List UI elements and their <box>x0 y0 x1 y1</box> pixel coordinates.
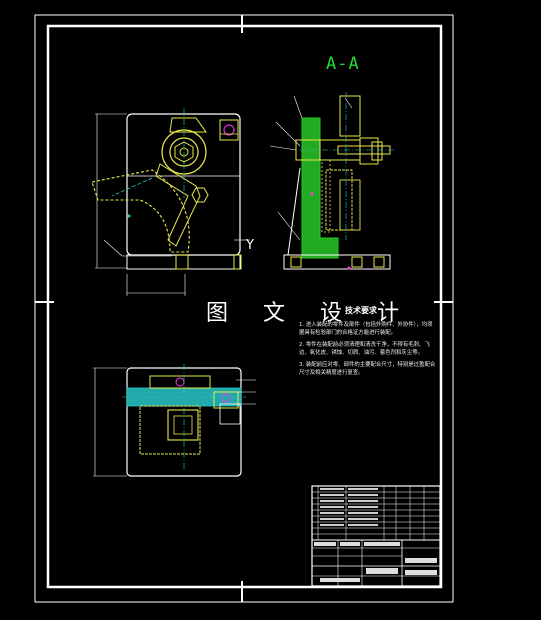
tech-requirement-line: 尺寸及相关精度进行复查。 <box>299 370 364 376</box>
tech-requirements-title: 技术要求 <box>345 306 377 315</box>
title-block <box>311 485 441 587</box>
front-view: Y <box>91 108 254 296</box>
section-view-a-a <box>269 92 396 270</box>
tech-requirement-line: 1. 进入装配的零件及部件（包括外购件、外协件），均须 <box>299 322 433 328</box>
tech-requirement-line: 3. 装配前应对零、部件的主要配合尺寸，特别是过盈配合 <box>299 362 436 368</box>
tech-requirement-line: 据具有检验部门的合格证方能进行装配。 <box>299 330 397 336</box>
outer-border <box>34 14 454 603</box>
centering-marks <box>35 15 453 602</box>
watermark-text: 图 文 设 计 <box>206 301 413 326</box>
dimension-letter-y: Y <box>245 238 254 253</box>
section-label: A-A <box>326 54 360 74</box>
tech-requirement-line: 2. 零件在装配前必须清理和清洗干净，不得有毛刺、飞 <box>299 342 430 348</box>
top-view <box>93 364 256 477</box>
tech-requirement-line: 边、氧化皮、锈蚀、切屑、油污、着色剂和灰尘等。 <box>299 350 423 356</box>
inner-border <box>46 24 443 589</box>
